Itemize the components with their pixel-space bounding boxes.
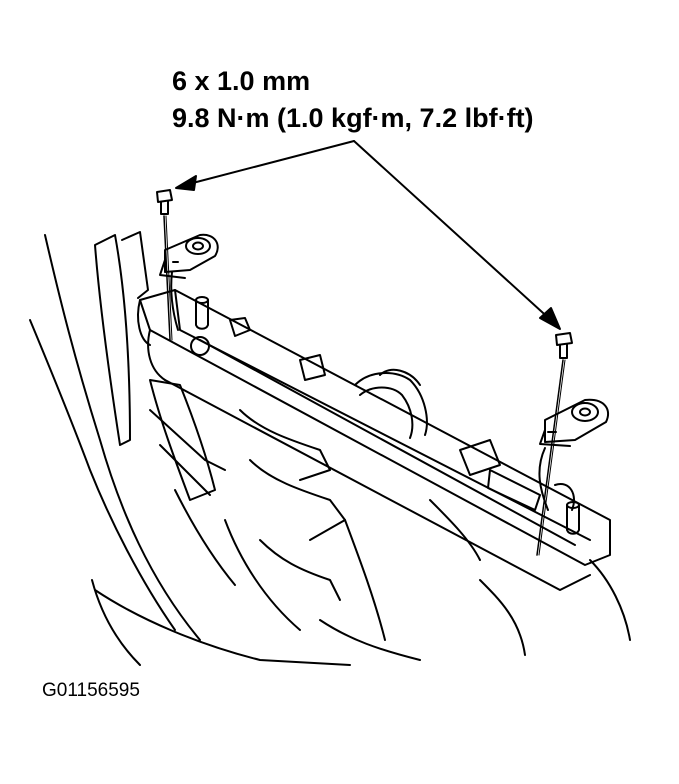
- left-mount-bracket: [160, 235, 218, 330]
- left-bolt: [157, 190, 172, 340]
- right-mount-bracket: [539, 400, 608, 534]
- callout-leaders: [176, 141, 560, 329]
- torque-spec-label: 9.8 N·m (1.0 kgf·m, 7.2 lbf·ft): [172, 103, 534, 133]
- bolt-size-label: 6 x 1.0 mm: [172, 66, 311, 96]
- bumper-lower-outline: [95, 500, 630, 665]
- left-fender-outline: [30, 232, 200, 665]
- arrowhead-left: [176, 176, 196, 190]
- figure-id-label: G01156595: [42, 680, 140, 701]
- radiator-upper-support: [138, 290, 610, 590]
- arrowhead-right: [540, 308, 560, 329]
- right-bolt: [537, 333, 572, 555]
- upper-radiator-hose: [355, 370, 427, 438]
- fan-shroud: [150, 380, 420, 660]
